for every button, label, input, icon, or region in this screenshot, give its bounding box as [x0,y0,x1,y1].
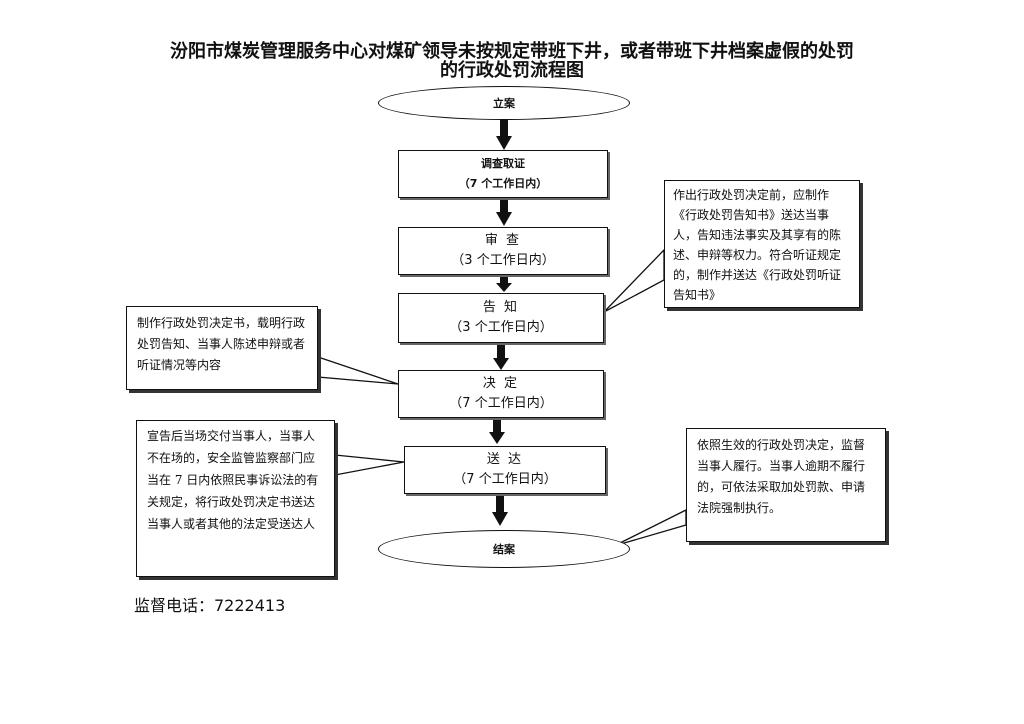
arrow-shaft-5 [496,496,504,512]
step-name: 送 达 [486,452,524,467]
note-decision-text: 制作行政处罚决定书，载明行政处罚告知、当事人陈述申辩或者听证情况等内容 [137,316,306,372]
step-deliver: 送 达 （7 个工作日内） [404,446,606,494]
step-time: （7 个工作日内） [449,396,553,411]
step-name: 决 定 [482,376,520,391]
step-name: 调查取证 [481,157,525,170]
callout-pointer-enforce [613,508,687,547]
note-decision: 制作行政处罚决定书，载明行政处罚告知、当事人陈述申辩或者听证情况等内容 [126,306,318,390]
page-title-line-1: 汾阳市煤炭管理服务中心对煤矿领导未按规定带班下井，或者带班下井档案虚假的处罚 [170,41,854,62]
step-name: 审 查 [484,233,522,248]
step-time: （3 个工作日内） [449,320,553,335]
note-enforce: 依照生效的行政处罚决定，监督当事人履行。当事人逾期不履行的，可依法采取加处罚款、… [686,428,886,542]
arrow-shaft-1 [500,198,508,212]
step-notify: 告 知 （3 个工作日内） [398,293,604,343]
start-node: 立案 [378,86,630,120]
page-title-line-2: 的行政处罚流程图 [440,60,584,81]
arrow-head-5 [492,512,508,526]
arrow-head-start [496,136,512,150]
supervision-phone: 监督电话：7222413 [134,596,286,615]
arrow-shaft-3 [497,344,505,358]
step-time: （3 个工作日内） [451,253,555,268]
arrow-head-3 [493,358,509,370]
arrow-shaft-2 [500,276,508,284]
note-notify: 作出行政处罚决定前，应制作《行政处罚告知书》送达当事人，告知违法事实及其享有的陈… [664,180,860,308]
step-name: 告 知 [482,300,520,315]
arrow-head-1 [496,212,512,226]
arrow-head-4 [489,432,505,444]
arrow-head-2 [496,283,512,292]
step-decide: 决 定 （7 个工作日内） [398,370,604,418]
note-delivery: 宣告后当场交付当事人，当事人不在场的，安全监管监察部门应当在 7 日内依照民事诉… [136,420,335,577]
arrow-shaft-start [500,118,508,136]
callout-pointer-decision [317,356,399,385]
arrow-shaft-4 [493,418,501,432]
step-review: 审 查 （3 个工作日内） [398,227,608,275]
step-time: （7 个工作日内） [453,472,557,487]
end-node: 结案 [378,530,630,568]
end-label: 结案 [493,543,515,556]
start-label: 立案 [493,97,515,110]
step-time: （7 个工作日内） [458,177,548,190]
callout-pointer-notify [603,248,665,313]
callout-pointer-delivery [334,454,405,476]
step-investigate: 调查取证 （7 个工作日内） [398,150,608,198]
note-notify-text: 作出行政处罚决定前，应制作《行政处罚告知书》送达当事人，告知违法事实及其享有的陈… [673,188,842,302]
note-enforce-text: 依照生效的行政处罚决定，监督当事人履行。当事人逾期不履行的，可依法采取加处罚款、… [697,438,866,515]
note-delivery-text: 宣告后当场交付当事人，当事人不在场的，安全监管监察部门应当在 7 日内依照民事诉… [147,429,319,531]
